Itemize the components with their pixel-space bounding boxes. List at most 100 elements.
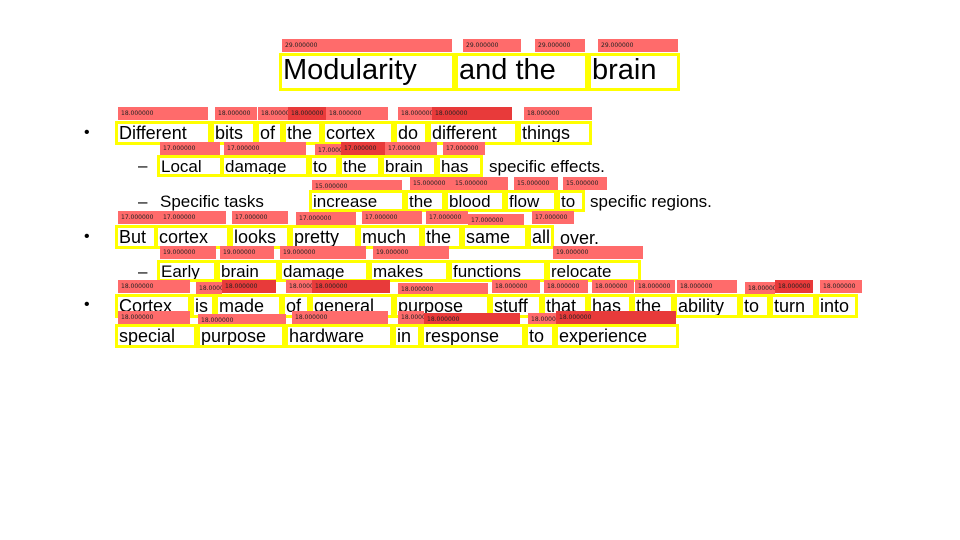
font-size-tag: 18.000000 (118, 107, 208, 120)
font-size-tag: 18.000000 (492, 280, 540, 293)
text-word: special (115, 324, 197, 348)
font-size-tag: 18.000000 (258, 107, 288, 120)
text-word: brain (381, 155, 437, 177)
text-word: to (557, 190, 585, 212)
font-size-tag: 19.000000 (373, 246, 449, 259)
font-size-tag: 17.000000 (443, 142, 485, 155)
text-word: ability (674, 294, 740, 318)
text-word: to (740, 294, 770, 318)
font-size-tag: 17.000000 (160, 211, 226, 224)
text-word: purpose (197, 324, 285, 348)
font-size-tag: 15.000000 (514, 177, 558, 190)
sub-bullet-marker: – (138, 156, 148, 175)
font-size-tag: 15.000000 (410, 177, 452, 190)
text-word: the (339, 155, 381, 177)
font-size-tag: 18.000000 (292, 311, 388, 324)
font-size-tag: 17.000000 (296, 212, 356, 225)
font-size-tag: 18.000000 (198, 314, 286, 327)
font-size-tag: 29.000000 (598, 39, 678, 52)
text-word: in (393, 324, 421, 348)
font-size-tag: 18.000000 (326, 107, 388, 120)
font-size-tag: 17.000000 (315, 144, 341, 157)
text-word: brain (217, 260, 279, 282)
text-word: relocate (547, 260, 641, 282)
text-word: response (421, 324, 525, 348)
font-size-tag: 18.000000 (222, 280, 276, 293)
text-run: specific effects. (489, 157, 605, 176)
font-size-tag: 18.000000 (544, 280, 588, 293)
text-word: all (528, 225, 554, 249)
font-size-tag: 18.000000 (524, 107, 592, 120)
font-size-tag: 17.000000 (341, 142, 385, 155)
font-size-tag: 18.000000 (424, 313, 520, 326)
font-size-tag: 17.000000 (468, 214, 524, 227)
text-word: has (437, 155, 483, 177)
font-size-tag: 18.000000 (556, 311, 676, 324)
text-word: damage (279, 260, 369, 282)
text-word: functions (449, 260, 547, 282)
font-size-tag: 17.000000 (362, 211, 422, 224)
font-size-tag: 19.000000 (280, 246, 366, 259)
sub-bullet-marker: – (138, 192, 148, 211)
text-word: increase (309, 190, 405, 212)
sub-bullet-marker: – (138, 262, 148, 281)
font-size-tag: 29.000000 (463, 39, 521, 52)
font-size-tag: 18.000000 (635, 280, 675, 293)
font-size-tag: 17.000000 (426, 211, 468, 224)
bullet-marker: • (84, 124, 90, 141)
font-size-tag: 18.000000 (312, 280, 390, 293)
font-size-tag: 18.000000 (398, 311, 424, 324)
bullet-marker: • (84, 296, 90, 313)
font-size-tag: 18.000000 (288, 107, 326, 120)
text-word: But (115, 225, 157, 249)
text-word: same (462, 225, 528, 249)
font-size-tag: 18.000000 (775, 280, 813, 293)
font-size-tag: 18.000000 (592, 280, 634, 293)
font-size-tag: 15.000000 (312, 180, 402, 193)
text-word: hardware (285, 324, 393, 348)
font-size-tag: 18.000000 (398, 107, 432, 120)
font-size-tag: 18.000000 (398, 283, 488, 296)
font-size-tag: 18.000000 (677, 280, 737, 293)
text-run: specific regions. (590, 192, 712, 211)
font-size-tag: 18.000000 (215, 107, 257, 120)
font-size-tag: 29.000000 (535, 39, 585, 52)
slide-title-word: and the (455, 53, 588, 91)
slide-title-word: Modularity (279, 53, 455, 91)
font-size-tag: 18.000000 (286, 280, 312, 293)
text-word: turn (770, 294, 816, 318)
bullet-marker: • (84, 228, 90, 245)
text-word: damage (221, 155, 309, 177)
text-word: into (816, 294, 858, 318)
font-size-tag: 17.000000 (118, 211, 160, 224)
font-size-tag: 18.000000 (118, 280, 190, 293)
font-size-tag: 18.000000 (820, 280, 862, 293)
font-size-tag: 19.000000 (220, 246, 274, 259)
text-word: Local (157, 155, 223, 177)
text-word: Early (157, 260, 217, 282)
font-size-tag: 15.000000 (452, 177, 508, 190)
font-size-tag: 15.000000 (563, 177, 607, 190)
font-size-tag: 29.000000 (282, 39, 452, 52)
text-run: over. (560, 228, 600, 248)
slide-title-word: brain (588, 53, 680, 91)
text-run: Specific tasks (160, 192, 264, 211)
font-size-tag: 17.000000 (160, 142, 220, 155)
font-size-tag: 17.000000 (385, 142, 437, 155)
font-size-tag: 19.000000 (160, 246, 216, 259)
font-size-tag: 17.000000 (224, 142, 306, 155)
text-word: to (309, 155, 339, 177)
font-size-tag: 18.000000 (745, 282, 775, 295)
text-word: experience (555, 324, 679, 348)
font-size-tag: 18.000000 (118, 311, 190, 324)
font-size-tag: 18.000000 (196, 282, 222, 295)
font-size-tag: 18.000000 (432, 107, 512, 120)
font-size-tag: 19.000000 (553, 246, 643, 259)
text-word: blood (445, 190, 505, 212)
text-word: the (405, 190, 445, 212)
font-size-tag: 17.000000 (232, 211, 288, 224)
font-size-tag: 17.000000 (532, 211, 574, 224)
text-word: to (525, 324, 555, 348)
font-size-tag: 18.000000 (528, 313, 556, 326)
